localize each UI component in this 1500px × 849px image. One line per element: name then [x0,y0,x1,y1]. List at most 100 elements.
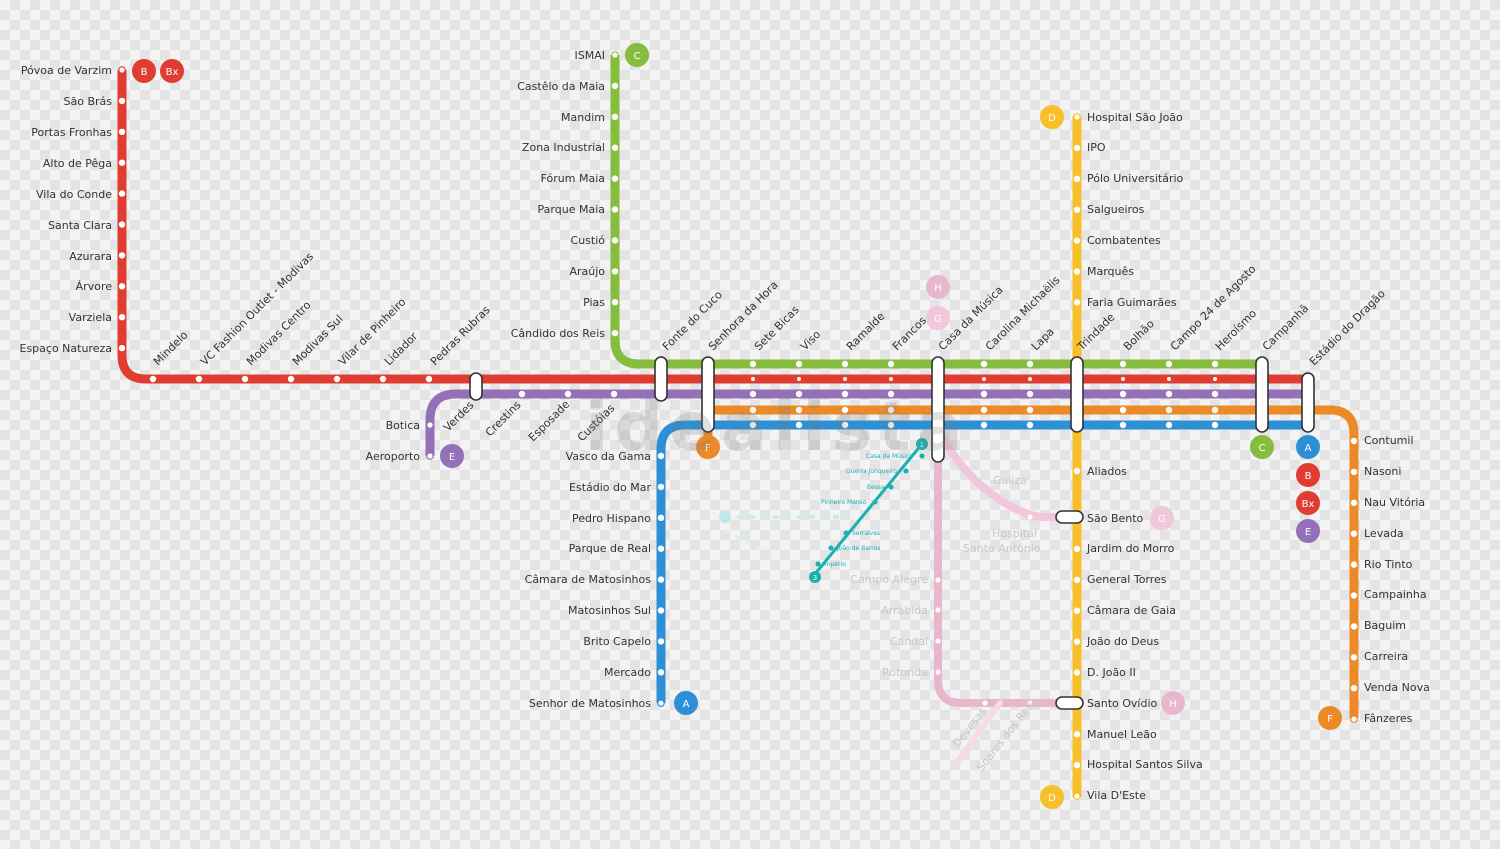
planned-station-label: Galiza [993,474,1027,487]
tram-stop [888,484,894,490]
station-dot [1026,360,1034,368]
station-label: Araújo [569,265,605,278]
planned-line-h [934,456,1072,707]
station-label: Estádio do Dragão [1307,287,1388,368]
station-dot [934,606,942,614]
station-dot [611,237,619,244]
badge-e-dragao[interactable]: E [1296,519,1320,543]
badge-bx-dragao[interactable]: Bx [1296,491,1320,515]
station-dot [1165,421,1173,429]
station-dot [518,390,526,398]
station-label: Pedras Rubras [428,303,493,368]
station-label: Marquês [1087,265,1134,278]
station-dot [749,360,757,368]
station-dot [611,175,619,182]
planned-line-g [934,424,1072,521]
station-dot [1073,607,1081,614]
badge-d-vila-deste[interactable]: D [1040,785,1064,809]
tram-stop-label: Serralves [852,530,880,537]
planned-station-label: Hospital [992,527,1037,540]
badge-bx-povoa[interactable]: Bx [160,59,184,83]
station-dot [1119,421,1127,429]
badge-c-ismai[interactable]: C [625,43,649,67]
station-label: Crestins [483,398,524,439]
line-marker [936,377,940,381]
station-label: Santo Ovídio [1087,697,1157,710]
svg-text:C: C [1259,443,1266,454]
station-label: Castêlo da Maia [517,80,605,93]
badge-b-dragao[interactable]: B [1296,463,1320,487]
station-label: Câmara de Matosinhos [525,573,652,586]
station-dot [841,390,849,398]
tram-stop-label: Pinheiro Manso [821,499,867,506]
line-e [425,389,1310,456]
svg-text:Bx: Bx [1302,499,1315,510]
tram-line [813,443,924,575]
line-badges: B Bx C D D E F A C A B Bx E F H G G H 1 … [132,43,1342,809]
tram-stops [815,453,925,567]
badge-tram-1[interactable]: 1 [916,438,928,450]
interchange-trindade [1070,356,1084,433]
station-label: Portas Fronhas [31,126,112,139]
station-label: Aeroporto [366,450,421,463]
badge-a-dragao[interactable]: A [1296,435,1320,459]
station-dot [934,668,942,676]
station-dot [195,375,203,383]
planned-station-label: Candal [890,635,928,648]
badge-d-hospital-sao-joao[interactable]: D [1040,105,1064,129]
badge-a-senhor-de-matosinhos[interactable]: A [674,691,698,715]
station-label: Espaço Natureza [20,342,113,355]
badge-tram-3[interactable]: 3 [809,571,821,583]
badge-f-senhora-da-hora[interactable]: F [696,435,720,459]
badge-g-sao-bento[interactable]: G [1150,506,1174,530]
badge-b-povoa[interactable]: B [132,59,156,83]
station-dot [118,66,126,74]
station-label: Mercado [604,666,651,679]
station-label: Bolhão [1121,317,1157,353]
station-label: Aliados [1087,465,1127,478]
planned-station-label: Arrábida [881,604,928,617]
station-label: Botica [386,419,420,432]
station-dot [118,128,126,135]
tram-stop [815,561,821,567]
station-dot [657,669,665,676]
tram-stop-label: Império [823,561,846,568]
station-dot [611,113,619,121]
station-dot [1119,390,1127,398]
svg-text:H: H [934,283,942,294]
station-dot [1073,514,1081,522]
station-label: Vila D'Este [1087,789,1146,802]
station-label: Nau Vitória [1364,496,1425,509]
line-marker [1306,377,1310,381]
station-dot [1350,561,1358,568]
badge-h-casa-da-musica[interactable]: H [926,275,950,299]
station-dot [657,483,665,491]
badge-f-fanzeres[interactable]: F [1318,706,1342,730]
station-label: Verdes [441,398,477,434]
station-dot [980,421,988,429]
station-dot [1350,715,1358,723]
planned-station-label: Rotunda [882,666,928,679]
station-dot [1350,499,1358,506]
station-dot [118,344,126,352]
badge-g-casa-da-musica[interactable]: G [926,306,950,330]
badge-h-santo-ovidio[interactable]: H [1161,691,1185,715]
station-dot [1073,175,1081,182]
interchange-capsules [469,356,1315,710]
station-label: Nasoni [1364,465,1401,478]
station-dot [425,375,433,383]
badge-e-aeroporto[interactable]: E [440,444,464,468]
svg-text:B: B [1305,471,1312,482]
station-dot [749,390,757,398]
station-dot [564,390,572,398]
svg-text:C: C [634,51,641,62]
svg-text:Bx: Bx [166,67,179,78]
tram-stop [872,499,878,505]
station-label: Francos [890,314,929,353]
station-dot [887,390,895,398]
badge-c-campanha[interactable]: C [1250,435,1274,459]
station-dot [149,375,157,383]
station-label: Vila do Conde [36,188,112,201]
station-dot [657,545,665,552]
station-dot [1211,421,1219,429]
